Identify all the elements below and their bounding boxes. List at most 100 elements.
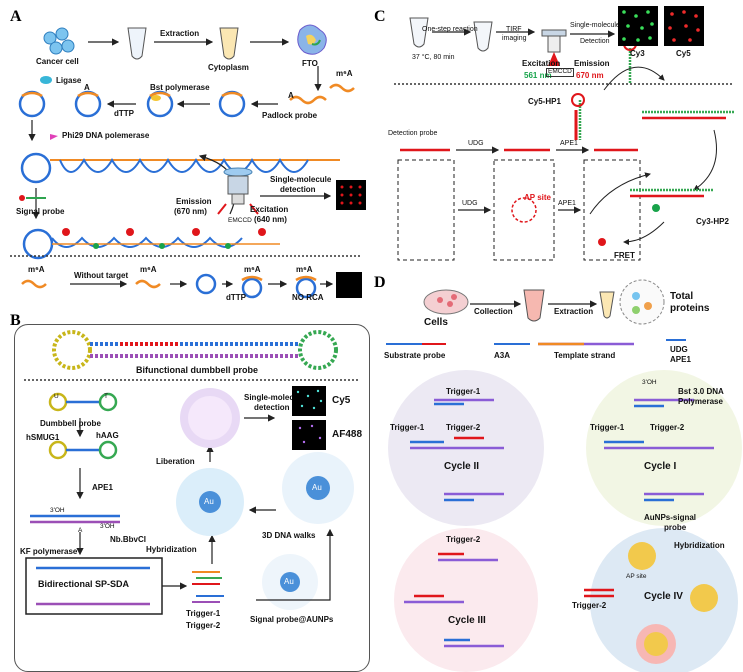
cy5-image-c [664, 6, 704, 46]
ligase-label: Ligase [56, 76, 82, 85]
panel-a-graphics [10, 24, 362, 299]
ap-site-label-c: AP site [524, 193, 551, 202]
cancer-cell-icon [43, 27, 75, 55]
extraction-label: Extraction [160, 29, 200, 38]
m6a-label-5: m⁶A [296, 265, 313, 274]
dumbbell-title-label: Bifunctional dumbbell probe [136, 365, 258, 375]
oh-label-d: 3'OH [642, 379, 657, 386]
bst-label-d: Bst 3.0 DNA [678, 387, 724, 396]
cy5-image-b [292, 386, 326, 416]
cy5hp1-label: Cy5-HP1 [528, 97, 561, 106]
udg-label-c2: UDG [462, 200, 478, 207]
walks-label: 3D DNA walks [262, 531, 316, 540]
total-label: Total [670, 291, 694, 302]
trigger2-label-b: Trigger-2 [186, 621, 221, 630]
panel-b-graphics [24, 330, 360, 615]
cy5-label-b: Cy5 [332, 395, 351, 406]
emission-nm-label: (670 nm) [174, 207, 207, 216]
emccd-label: EMCCD [228, 217, 252, 224]
detection-probe-label: Detection probe [388, 130, 438, 137]
emission-label: Emission [176, 197, 212, 206]
haag-label: hAAG [96, 431, 119, 440]
ape1-label-c2: APE1 [558, 200, 576, 207]
cells-label: Cells [424, 317, 448, 328]
panel-c-graphics [394, 17, 734, 261]
m6a-label-2: m⁶A [28, 265, 45, 274]
panel-b-label: B [10, 312, 21, 329]
aunp-walker-graphic [176, 468, 244, 536]
cy3hp2-label: Cy3-HP2 [696, 217, 729, 226]
fto-label: FTO [302, 59, 318, 68]
t-label-b: T [104, 393, 108, 400]
cy3-label: Cy3 [630, 49, 645, 58]
u-label-b: U [54, 393, 59, 400]
trigger1-label-b: Trigger-1 [186, 609, 221, 618]
panel-c-label: C [374, 8, 386, 25]
excitation-label-c: Excitation [522, 59, 561, 68]
dttp-label-2: dTTP [226, 293, 246, 302]
trigger1-label-d2: Trigger-1 [390, 423, 425, 432]
ap-site-label-d: AP site [626, 573, 647, 580]
ape1-label-b: APE1 [92, 483, 113, 492]
single-molecule-label: Single-molecule [270, 175, 332, 184]
a-label-1: A [84, 83, 90, 92]
signal-aunps-label: Signal probe@AUNPs [250, 615, 334, 624]
dumbbell-probe-graphic [52, 330, 338, 370]
microscope-icon [217, 167, 259, 215]
phi29-label: Phi29 DNA polemerase [62, 131, 150, 140]
proteins-label: proteins [670, 303, 710, 314]
emccd-label-c: EMCCD [546, 68, 574, 77]
excitation-label: Excitation [250, 205, 289, 214]
fret-label: FRET [614, 251, 635, 260]
m6a-label-4: m⁶A [244, 265, 261, 274]
nb-bbvci-label: Nb.BbvCI [110, 535, 146, 544]
ape1-label-c: APE1 [560, 140, 578, 147]
hybridization-label-b: Hybridization [146, 545, 197, 554]
au-label-2: Au [312, 483, 322, 492]
cy3-image [618, 6, 658, 46]
trigger1-label-d4: Trigger-2 [446, 535, 481, 544]
tirf-label: TIRF [506, 26, 522, 33]
extraction-label-d: Extraction [554, 307, 594, 316]
one-step-label: One-step reaction [422, 26, 478, 33]
liberation-label: Liberation [156, 457, 195, 466]
cycle2-label: Cycle II [444, 461, 480, 472]
panel-a-label: A [10, 8, 22, 25]
a-label-2: A [288, 91, 294, 100]
trigger2-label-d: Trigger-2 [446, 423, 481, 432]
trigger1-label-d: Trigger-1 [446, 387, 481, 396]
trigger2-label-d2: Trigger-2 [650, 423, 685, 432]
au-label-3: Au [284, 577, 294, 586]
m6a-label-1: m⁶A [336, 69, 353, 78]
emission-label-c: Emission [574, 59, 610, 68]
excitation-nm-c: 561 nm [524, 71, 552, 80]
panel-a: A [0, 0, 372, 306]
substrate-probe-label: Substrate probe [384, 351, 446, 360]
single-molecule-label-b: Single-molecule [244, 393, 306, 402]
trigger2-label-d3: Trigger-2 [572, 601, 607, 610]
padlock-probe-label: Padlock probe [262, 111, 318, 120]
single-molecule-label-c: Single-molecule [570, 22, 620, 29]
cytoplasm-label: Cytoplasm [208, 63, 249, 72]
trigger1-label-d3: Trigger-1 [590, 423, 625, 432]
temp-label: 37 °C, 80 min [412, 54, 455, 61]
m6a-label-3: m⁶A [140, 265, 157, 274]
panel-c: C [374, 0, 743, 270]
panel-d: D [374, 272, 743, 672]
emission-nm-c: 670 nm [576, 71, 604, 80]
without-target-label: Without target [74, 271, 129, 280]
panel-d-label: D [374, 274, 386, 291]
panel-d-graphics [386, 279, 742, 672]
imaging-label: imaging [502, 35, 527, 42]
no-rca-image [336, 272, 362, 298]
detection-label: detection [280, 185, 316, 194]
no-rca-label: NO RCA [292, 293, 324, 302]
au-label-1: Au [204, 497, 214, 506]
af488-image-b [292, 420, 326, 450]
template-strand-label: Template strand [554, 351, 616, 360]
aunps-signal-label: AuNPs-signal [644, 513, 697, 522]
fto-protein-icon [297, 24, 327, 55]
cycle4-label: Cycle IV [644, 591, 683, 602]
sp-sda-label: Bidirectional SP-SDA [38, 579, 130, 589]
cy5-label-c: Cy5 [676, 49, 691, 58]
